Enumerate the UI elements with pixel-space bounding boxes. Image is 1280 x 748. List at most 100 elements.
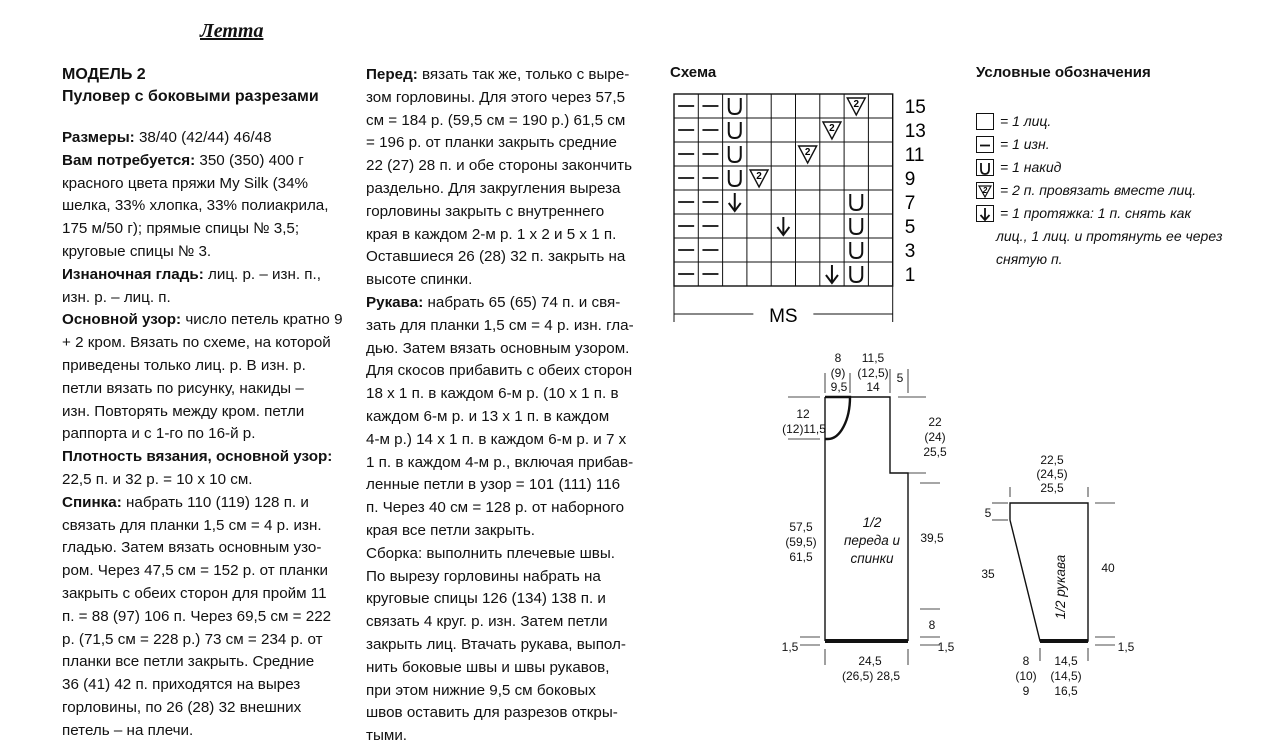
- line-text: число петель кратно 9: [181, 311, 343, 329]
- line-text: см = 184 р. (59,5 см = 190 р.) 61,5 см: [366, 111, 626, 129]
- line-text: края все петли закрыть.: [366, 521, 535, 539]
- sleeve-top-2: (24,5): [1036, 467, 1068, 481]
- line-text: края в каждом 2-м р. 1 х 2 и 5 х 1 п.: [366, 225, 617, 243]
- line-text: высоте спинки.: [366, 271, 473, 289]
- line-text: горловины закрыть с внутреннего: [366, 202, 605, 220]
- line-text: дью. Затем вязать основным узором.: [366, 339, 630, 357]
- sleeve-piece-label: 1/2 рукава: [1053, 554, 1068, 620]
- text-line: Основной узор: число петель кратно 9: [62, 309, 352, 332]
- dim-back-neck: 5: [896, 371, 904, 385]
- line-text: каждом 6-м р. и 13 х 1 п. в каждом: [366, 407, 610, 425]
- line-text: связать 4 круг. р. изн. Затем петли: [366, 613, 608, 631]
- line-text: 18 х 1 п. в каждом 6-м р. (10 х 1 п. в: [366, 385, 619, 403]
- sleeve-right-length: 40: [1101, 561, 1115, 575]
- line-text: 22 (27) 28 п. и обе стороны закончить: [366, 157, 633, 175]
- text-line: горловины закрыть с внутреннего: [366, 201, 656, 224]
- text-line: круговые спицы № 3.: [62, 241, 352, 264]
- text-line: 18 х 1 п. в каждом 6-м р. (10 х 1 п. в: [366, 383, 656, 406]
- line-text: тыми.: [366, 727, 408, 745]
- row-number-label: 3: [905, 241, 916, 262]
- line-text: горловины, по 26 (28) 32 внешних: [62, 698, 302, 716]
- row-number-label: 5: [905, 217, 916, 238]
- line-text: лиц. р. – изн. п.,: [203, 265, 321, 283]
- text-line: связать 4 круг. р. изн. Затем петли: [366, 611, 656, 634]
- slip-arrow-icon: [825, 265, 839, 285]
- sleeve-hem: 1,5: [1117, 640, 1135, 654]
- line-text: п. Через 40 см = 128 р. от наборного: [366, 499, 625, 517]
- dim-neck-3: 14: [866, 380, 880, 394]
- section-heading: Спинка:: [62, 493, 122, 511]
- legend-item: = 1 накид: [976, 156, 1256, 179]
- yarn-over-symbol: [727, 122, 742, 140]
- legend-text: = 1 лиц.: [1000, 113, 1052, 129]
- line-text: Для скосов прибавить с обеих сторон: [366, 362, 633, 380]
- line-text: гладью. Затем вязать основным узо-: [62, 539, 322, 557]
- sleeve-top-3: 25,5: [1040, 481, 1064, 495]
- line-text: изн. р. – лиц. п.: [62, 288, 171, 306]
- left-text-column: МОДЕЛЬ 2 Пуловер с боковыми разрезами Ра…: [62, 64, 352, 743]
- line-text: вязать так же, только с выре-: [417, 66, 630, 83]
- dim-shoulder-2: (9): [830, 366, 846, 380]
- sleeve-bottom-left-3: 9: [1022, 684, 1030, 698]
- text-line: закрыть с обеих сторон для пройм 11: [62, 583, 352, 606]
- text-line: п. = 88 (97) 106 п. Через 69,5 см = 222: [62, 606, 352, 629]
- text-line: круговые спицы 126 (134) 138 п. и: [366, 588, 656, 611]
- text-line: изн. р. – лиц. п.: [62, 287, 352, 310]
- text-line: Изнаночная гладь: лиц. р. – изн. п.,: [62, 264, 352, 287]
- body-pattern-drawing: [788, 369, 940, 665]
- svg-text:2: 2: [853, 99, 859, 110]
- dim-bottom-2: (26,5) 28,5: [841, 669, 901, 683]
- legend-title: Условные обозначения: [976, 64, 1151, 81]
- line-text: 4-м р.) 14 х 1 п. в каждом 6-м р. и 7 х: [366, 430, 627, 448]
- text-line: Сборка: выполнить плечевые швы.: [366, 543, 656, 566]
- text-line: Плотность вязания, основной узор:: [62, 446, 352, 469]
- text-line: Оставшиеся 26 (28) 32 п. закрыть на: [366, 246, 656, 269]
- text-line: нить боковые швы и швы рукавов,: [366, 657, 656, 680]
- dim-slit: 8: [928, 618, 936, 632]
- dim-armhole-3: 25,5: [923, 445, 947, 459]
- brand-logo: Летта: [200, 20, 264, 42]
- row-number-label: 1: [905, 265, 916, 286]
- sleeve-bottom-left-2: (10): [1015, 669, 1037, 683]
- text-line: 175 м/50 г); прямые спицы № 3,5;: [62, 218, 352, 241]
- empty-box-icon: [976, 113, 994, 130]
- legend-text: = 1 накид: [1000, 159, 1062, 175]
- line-text: п. = 88 (97) 106 п. Через 69,5 см = 222: [62, 607, 332, 625]
- sleeve-bottom-right-3: 16,5: [1054, 684, 1078, 698]
- k2tog-symbol: 2: [748, 169, 770, 189]
- line-text: р. (71,5 см = 228 р.) 73 см = 234 р. от: [62, 630, 323, 648]
- text-line: приведены только лиц. р. В изн. р.: [62, 355, 352, 378]
- dim-side: 39,5: [920, 531, 944, 545]
- line-text: ленные петли в узор = 101 (111) 116: [366, 476, 621, 494]
- legend-text: = 2 п. провязать вместе лиц.: [1000, 182, 1197, 198]
- arrow-box-icon: [976, 205, 994, 222]
- section-heading: Рукава:: [366, 293, 424, 311]
- slip-arrow-icon: [727, 193, 742, 213]
- text-line: тыми.: [366, 725, 656, 748]
- dash-box-icon: [976, 136, 994, 153]
- text-line: + 2 кром. Вязать по схеме, на которой: [62, 332, 352, 355]
- text-line: По вырезу горловины набрать на: [366, 566, 656, 589]
- row-number-label: 11: [905, 145, 925, 166]
- legend-item: = 1 лиц.: [976, 110, 1256, 133]
- text-line: 1 п. в каждом 4-м р., включая прибав-: [366, 452, 656, 475]
- line-text: набрать 65 (65) 74 п. и свя-: [423, 293, 621, 311]
- line-text: 1 п. в каждом 4-м р., включая прибав-: [366, 453, 634, 471]
- text-line: края в каждом 2-м р. 1 х 2 и 5 х 1 п.: [366, 224, 656, 247]
- rapport-label: MS: [769, 306, 798, 327]
- yarn-over-symbol: [727, 170, 742, 188]
- yarn-over-symbol: [849, 266, 864, 284]
- text-line: дью. Затем вязать основным узором.: [366, 338, 656, 361]
- text-line: закрыть лиц. Втачать рукава, выпол-: [366, 634, 656, 657]
- svg-text:2: 2: [756, 171, 762, 182]
- legend-text: = 1 протяжка: 1 п. снять как: [1000, 205, 1192, 221]
- yarn-over-symbol: [727, 146, 742, 164]
- text-line: при этом нижние 9,5 см боковых: [366, 680, 656, 703]
- line-text: 38/40 (42/44) 46/48: [134, 129, 272, 146]
- line-text: Оставшиеся 26 (28) 32 п. закрыть на: [366, 248, 626, 266]
- text-line: Перед: вязать так же, только с выре-: [366, 64, 656, 87]
- line-text: изн. Повторять между кром. петли: [62, 402, 305, 420]
- sleeve-cap: 5: [984, 506, 992, 520]
- sleeve-pattern-drawing: [992, 487, 1115, 661]
